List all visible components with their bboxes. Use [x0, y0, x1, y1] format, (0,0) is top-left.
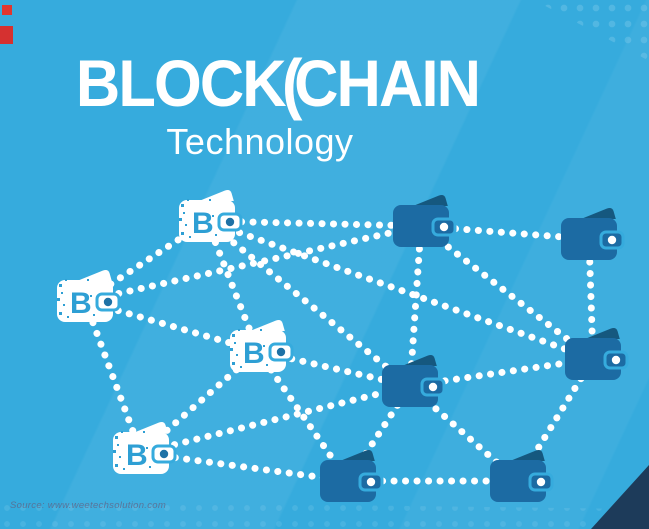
wallet-node-bitcoin: B — [113, 422, 177, 474]
bitcoin-b-logo: B — [230, 329, 268, 370]
wallet-flap — [402, 355, 437, 366]
wallet-flap — [199, 190, 234, 201]
wallet-node-dark — [490, 450, 554, 502]
network-edge — [203, 217, 262, 355]
bitcoin-b-logo: B — [57, 279, 95, 320]
wallet-node-dark — [320, 450, 384, 502]
svg-text:B: B — [192, 207, 214, 240]
wallet-flap — [581, 208, 616, 219]
wallet-node-bitcoin: B — [179, 190, 243, 242]
wallet-clasp-hole — [607, 235, 617, 245]
red-square-mark — [2, 5, 12, 15]
title-block: BLOCK(CHAIN Technology — [62, 45, 481, 162]
wallet-flap — [585, 328, 620, 339]
network-edge — [81, 297, 145, 457]
wallet-node-dark — [382, 355, 446, 407]
network-edge — [203, 217, 597, 363]
wallet-node-bitcoin: B — [230, 320, 294, 372]
network-edge — [81, 222, 425, 305]
wallet-body — [179, 200, 235, 242]
page-title: BLOCK(CHAIN — [76, 45, 481, 121]
svg-text:B: B — [243, 337, 265, 370]
wallet-body — [561, 218, 617, 260]
svg-text:B: B — [70, 287, 92, 320]
wallet-flap — [133, 422, 168, 433]
network-edge — [417, 222, 597, 363]
network-edge — [254, 347, 352, 485]
wallet-clasp-hole — [276, 347, 286, 357]
network-edge — [203, 217, 425, 230]
network-edge — [406, 355, 597, 390]
bitcoin-b-logo: B — [113, 431, 151, 472]
title-accent-glyph: ( — [282, 45, 302, 121]
wallet-clasp-hole — [536, 477, 546, 487]
wallet-flap — [77, 270, 112, 281]
wallet-body — [230, 330, 286, 372]
wallet-flap — [510, 450, 545, 461]
wallet-body — [382, 365, 438, 407]
wallet-flap — [250, 320, 285, 331]
wallet-node-dark — [393, 195, 457, 247]
wallet-body — [490, 460, 546, 502]
network-edge — [203, 217, 414, 390]
svg-text:B: B — [126, 439, 148, 472]
wallet-clasp-hole — [366, 477, 376, 487]
page-subtitle: Technology — [166, 121, 354, 162]
red-bar-mark — [0, 26, 13, 44]
wallet-flap — [340, 450, 375, 461]
wallet-body — [393, 205, 449, 247]
wallet-node-dark — [565, 328, 629, 380]
wallet-node-bitcoin: B — [57, 270, 121, 322]
network-edge — [81, 297, 262, 355]
bitcoin-b-logo: B — [179, 199, 217, 240]
wallet-body — [320, 460, 376, 502]
source-credit: Source: www.weetechsolution.com — [10, 500, 167, 511]
wallet-clasp-hole — [103, 297, 113, 307]
wallet-clasp-hole — [428, 382, 438, 392]
wallet-flap — [413, 195, 448, 206]
wallet-body — [113, 432, 169, 474]
wallet-body — [57, 280, 113, 322]
wallet-clasp-hole — [225, 217, 235, 227]
network-edge — [137, 382, 414, 457]
wallet-clasp-hole — [439, 222, 449, 232]
wallet-clasp-hole — [611, 355, 621, 365]
wallet-node-dark — [561, 208, 625, 260]
title-part-left: BLOCK — [75, 46, 287, 120]
wallet-body — [565, 338, 621, 380]
title-part-right: CHAIN — [294, 46, 481, 120]
network-edge — [406, 222, 425, 390]
wallet-clasp-hole — [159, 449, 169, 459]
